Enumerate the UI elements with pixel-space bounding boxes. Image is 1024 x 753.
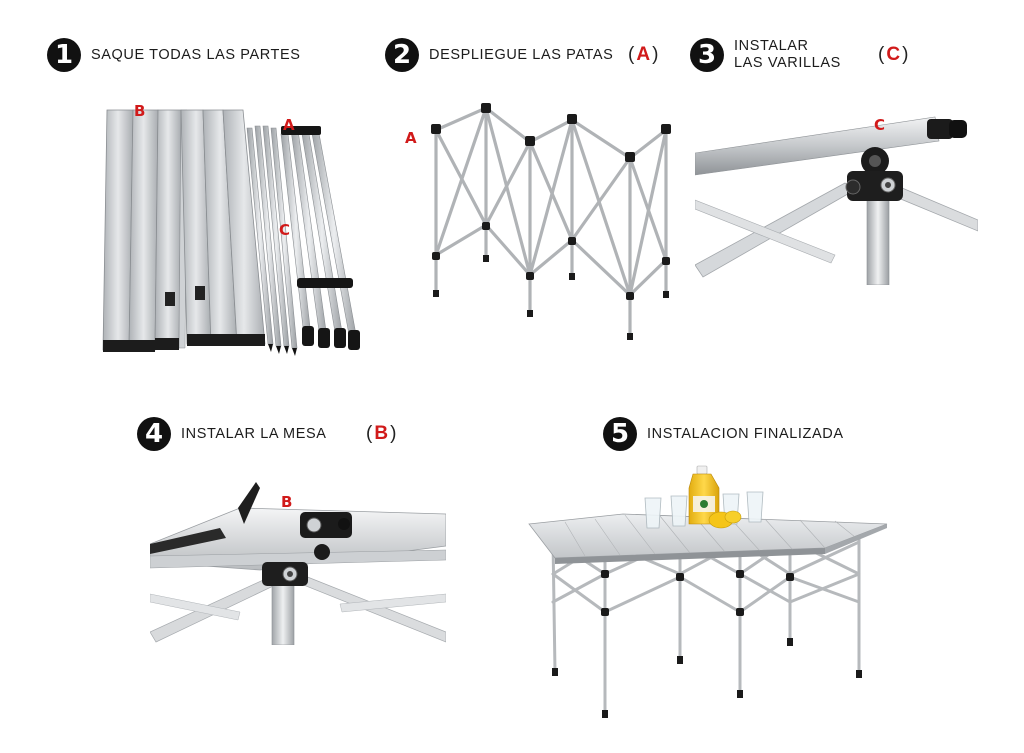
step-5-title: INSTALACION FINALIZADA <box>647 426 844 443</box>
parts-laid-out-image <box>95 100 375 360</box>
table-top-slats <box>102 109 266 352</box>
step-2-title: DESPLIEGUE LAS PATAS <box>429 47 613 64</box>
table-joints <box>552 570 862 718</box>
step-4-part-code: (B) <box>366 423 399 444</box>
step-2-number-badge: 2 <box>385 38 419 72</box>
step-3-number-badge: 3 <box>690 38 724 72</box>
step-5-number-badge: 5 <box>603 417 637 451</box>
table-top-installation-closeup-image <box>150 482 446 645</box>
table-marker-b: B <box>281 493 293 511</box>
step-2-code-letter: A <box>636 44 653 65</box>
step-4-header: 4 INSTALAR LA MESA <box>137 417 327 451</box>
step-2-part-code: (A) <box>628 44 661 65</box>
legs-marker-a: A <box>405 129 417 147</box>
step-3-part-code: (C) <box>878 44 911 65</box>
frame-joints <box>431 103 671 340</box>
finished-table-image <box>525 462 890 722</box>
step-5-title-line-1: INSTALACION FINALIZADA <box>647 425 844 442</box>
unfolded-legs-image <box>420 100 680 345</box>
step-4-title-line-1: INSTALAR LA MESA <box>181 425 327 442</box>
rod-installation-closeup-image <box>695 105 978 285</box>
step-1-header: 1 SAQUE TODAS LAS PARTES <box>47 38 301 72</box>
parts-marker-c: C <box>279 221 291 239</box>
step-5-header: 5 INSTALACION FINALIZADA <box>603 417 844 451</box>
step-4-code-letter: B <box>374 423 391 444</box>
scissor-frame <box>434 106 668 340</box>
step-2-header: 2 DESPLIEGUE LAS PATAS <box>385 38 613 72</box>
rods-marker-c: C <box>874 116 886 134</box>
drinking-glasses <box>644 491 764 529</box>
step-3-code-letter: C <box>886 44 903 65</box>
step-3-title: INSTALAR LAS VARILLAS <box>734 38 841 72</box>
bottle <box>688 465 720 525</box>
step-1-title-line-1: SAQUE TODAS LAS PARTES <box>91 46 301 63</box>
leg-connectors <box>281 126 360 350</box>
step-3-title-line-1: INSTALAR <box>734 38 809 54</box>
step-4-number-badge: 4 <box>137 417 171 451</box>
step-3-title-line-2: LAS VARILLAS <box>734 55 841 71</box>
step-1-title: SAQUE TODAS LAS PARTES <box>91 47 301 64</box>
parts-marker-a: A <box>283 116 295 134</box>
step-1-number-badge: 1 <box>47 38 81 72</box>
step-2-title-line-1: DESPLIEGUE LAS PATAS <box>429 46 614 63</box>
support-rods <box>246 125 298 349</box>
step-4-title: INSTALAR LA MESA <box>181 426 327 443</box>
step-3-header: 3 INSTALAR LAS VARILLAS <box>690 38 841 72</box>
parts-marker-b: B <box>134 102 146 120</box>
